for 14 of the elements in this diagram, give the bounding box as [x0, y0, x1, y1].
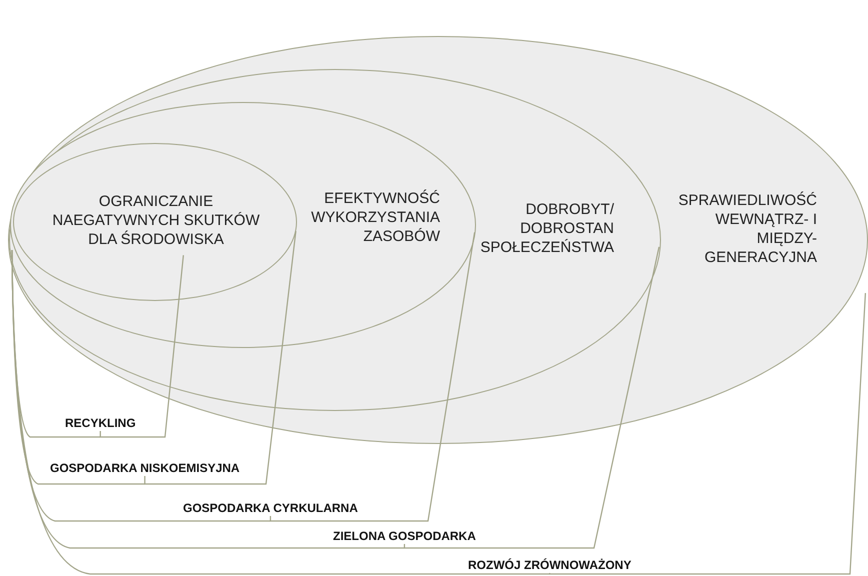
leader-line	[100, 255, 184, 438]
bracket-label: RECYKLING	[65, 416, 136, 431]
leader-line	[144, 230, 296, 485]
leader-line	[270, 232, 476, 522]
ellipse-text: EFEKTYWNOŚĆ WYKORZYSTANIA ZASOBÓW	[310, 189, 440, 246]
ellipse-text: SPRAWIEDLIWOŚĆ WEWNĄTRZ- I MIĘDZY- GENERACYJNA	[677, 191, 817, 267]
bracket-label: GOSPODARKA NISKOEMISYJNA	[50, 461, 240, 476]
bracket-label: GOSPODARKA CYRKULARNA	[183, 501, 358, 516]
ellipse-text: DOBROBYT/ DOBROSTAN SPOŁECZEŃSTWA	[479, 200, 614, 257]
bracket-label: ZIELONA GOSPODARKA	[333, 529, 476, 544]
ellipse-text: OGRANICZANIE NAEGATYWNYCH SKUTKÓW DLA ŚRODOWISKA	[51, 192, 261, 249]
leader-line	[549, 293, 866, 575]
leader-line	[404, 246, 660, 549]
bracket-label: ROZWÓJ ZRÓWNOWAŻONY	[468, 558, 632, 573]
